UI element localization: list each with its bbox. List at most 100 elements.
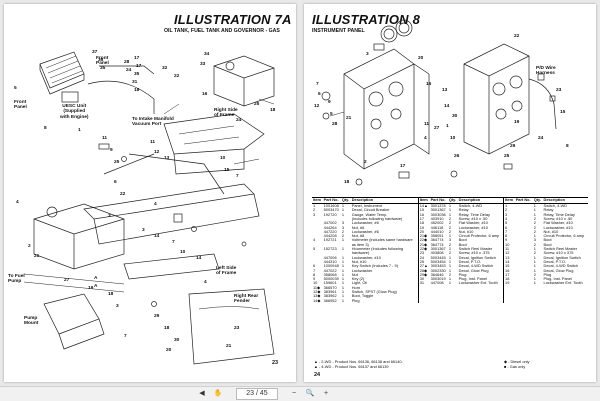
table-cell: 2 (448, 215, 451, 221)
callout-number: 32 (162, 66, 168, 71)
callout-number: 25 (504, 154, 510, 159)
table-cell: Screw, #10 x .375 (458, 250, 490, 256)
table-cell: 3003453 (430, 263, 446, 269)
table-cell: Lockwasher, #6 (351, 220, 379, 226)
table-cell (448, 299, 458, 303)
table-cell: 1000948 (323, 263, 339, 269)
table-cell: Switch Reel Master (458, 246, 493, 252)
table-cell: hardware) (351, 250, 370, 256)
column-header: Item (503, 196, 515, 205)
table-cell: 31 (417, 281, 430, 286)
zoom-out-button[interactable]: − (291, 390, 297, 397)
callout-number: 30 (174, 338, 180, 343)
callout-number: 29 (510, 144, 516, 149)
callout-number: 1 (78, 128, 81, 133)
table-cell: 1 (341, 297, 345, 303)
zoom-in-icon[interactable]: 🔍 (305, 390, 315, 397)
table-cell: Relay (543, 207, 554, 213)
callout-number: 5 (14, 86, 17, 91)
table-cell: Decal, Ignition Switch (458, 254, 496, 260)
table-cell: Circuit Protector, 6 amp (543, 233, 585, 239)
callout-number: 6 (114, 180, 117, 185)
table-cell: 3001367 (430, 246, 446, 252)
table-cell: Decal, 4-WD Switch (458, 263, 494, 269)
table-cell: 6 (313, 263, 316, 269)
select-tool-icon[interactable]: ◀ (199, 390, 205, 397)
table-cell: 3 (313, 211, 316, 217)
table-cell (417, 285, 430, 291)
callout-number: 15 (224, 168, 230, 173)
table-cell: Screw, #10 x .50 (543, 215, 573, 221)
table-cell: Flat Washer, #10 (458, 220, 488, 226)
table-cell: 3 (341, 220, 345, 226)
table-cell: 1 (341, 276, 345, 282)
table-cell: 2 (448, 271, 451, 277)
table-cell: 447006 (323, 254, 337, 260)
callout-number: 23 (234, 326, 240, 331)
table-cell: Nut, #10 (351, 258, 367, 264)
table-cell: Voltmeter (includes same hardware (351, 237, 413, 243)
page-number: 23 (272, 360, 279, 366)
table-cell: 21◆ (417, 242, 430, 248)
table-cell: 1 (533, 258, 536, 264)
callout-number: 10 (450, 136, 456, 141)
callout-number: 4 (154, 202, 157, 207)
table-cell: Lockwasher, #10 (458, 224, 488, 230)
zoom-in-button[interactable]: + (323, 390, 329, 397)
table-cell: 15 (417, 208, 430, 213)
hand-tool-icon[interactable]: ✋ (213, 390, 223, 397)
table-cell: Decal, Glow Plug (543, 267, 574, 273)
column-header: Item (312, 196, 323, 205)
callout-number: 35 (100, 66, 106, 71)
callout-number: 19 (514, 120, 520, 125)
callout-number: 36 (98, 58, 104, 63)
callout-number: 29 (154, 314, 160, 319)
callout-number: 11 (102, 136, 108, 141)
callout-number: 31 (132, 80, 138, 85)
callout-number: 16 (426, 82, 432, 87)
table-cell: 15 (503, 263, 515, 269)
table-cell: Boot (543, 237, 552, 243)
page-indicator[interactable]: 23 / 45 (236, 388, 278, 400)
table-cell: Boot (543, 241, 552, 247)
table-cell: 1 (533, 263, 536, 269)
table-cell: 4 (503, 216, 515, 222)
table-cell: Switch, 4-WD (458, 203, 483, 209)
callout-number: 28 (124, 60, 130, 65)
illustration-title: ILLUSTRATION 7A (174, 12, 292, 27)
table-cell: 29◆ (417, 272, 430, 278)
table-cell: Decal, 4-WD Switch (543, 263, 579, 269)
table-cell: 8 (313, 271, 316, 277)
table-cell: 2 (533, 224, 536, 230)
table-cell: 3002330 (430, 267, 446, 273)
table-cell: 12 (503, 251, 515, 256)
table-cell: 444310 (323, 258, 337, 264)
callout-number: 24 (538, 136, 544, 141)
table-cell: 1 (341, 271, 345, 277)
table-cell: 447220 (323, 228, 337, 234)
table-cell: Panel, Instrument (351, 203, 383, 209)
callout-number: 16 (202, 92, 208, 97)
table-cell: 1 (448, 258, 451, 264)
callout-number: 9 (328, 100, 331, 105)
table-cell: 2 (341, 233, 345, 239)
table-cell: Lockwasher Ext. Tooth (458, 280, 498, 286)
callout-number: 26 (454, 154, 460, 159)
callout-number: 27 (64, 278, 70, 283)
table-cell: 1 (533, 276, 536, 282)
table-cell: Circuit Protector, 6 amp (458, 233, 500, 239)
illustration-subtitle: INSTRUMENT PANEL (312, 28, 365, 34)
table-cell: 1 (341, 263, 345, 269)
column-header: Description (457, 196, 504, 205)
callout-number: 21 (34, 254, 40, 259)
exploded-parts-diagram (23, 51, 275, 365)
callout-number: 4 (424, 136, 427, 141)
table-cell: 403910 (430, 215, 444, 221)
table-cell: 17 (417, 216, 430, 222)
table-cell: 1001608 (323, 203, 339, 209)
table-cell: 152723 (323, 246, 337, 252)
